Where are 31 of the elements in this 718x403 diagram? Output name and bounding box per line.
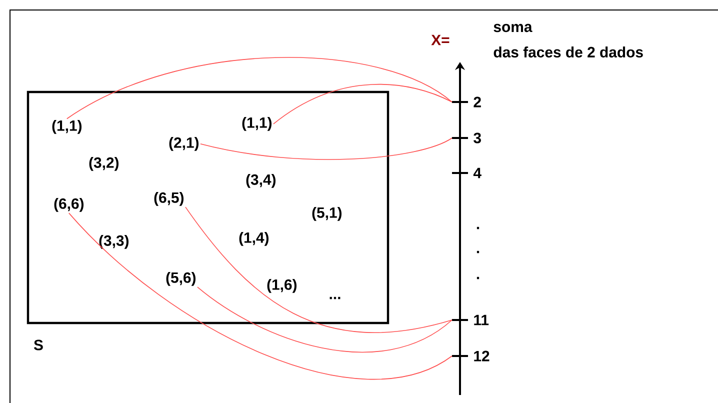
outcome-label: (2,1) [169, 136, 199, 151]
outcome-label: (3,3) [99, 234, 129, 249]
connector-curve [200, 138, 452, 160]
tick-label: 2 [474, 96, 481, 108]
connector-curve [185, 206, 452, 333]
outcome-label: (1,6) [267, 278, 297, 293]
outcome-label: (1,1) [242, 116, 272, 131]
variable-label: X= [431, 34, 450, 46]
outcome-label: (5,1) [312, 206, 342, 221]
tick-label: 12 [474, 350, 490, 362]
ellipsis-dot: . [476, 250, 480, 254]
tick-label: 3 [474, 132, 481, 144]
tick-label: 11 [474, 314, 489, 326]
connector-curve [197, 286, 452, 353]
connector-curve [66, 57, 452, 120]
variable-description: das faces de 2 dados [494, 46, 643, 58]
outcome-label: (5,6) [166, 272, 196, 286]
outcome-label: (1,4) [239, 232, 269, 246]
outcome-label: (1,1) [52, 120, 82, 134]
node-label: S [34, 340, 43, 350]
connector-curve [273, 84, 452, 124]
tick-label: 4 [473, 168, 482, 178]
connector-curve [68, 212, 452, 380]
outcome-label: (6,5) [154, 192, 184, 206]
outcome-label: (3,4) [246, 174, 276, 188]
ellipsis-dot: . [476, 226, 480, 230]
variable-description: soma [494, 24, 532, 32]
outcome-label: (6,6) [54, 198, 84, 212]
ellipsis: ... [330, 296, 340, 300]
ellipsis-dot: . [476, 276, 480, 280]
outcome-label: (3,2) [89, 156, 119, 171]
